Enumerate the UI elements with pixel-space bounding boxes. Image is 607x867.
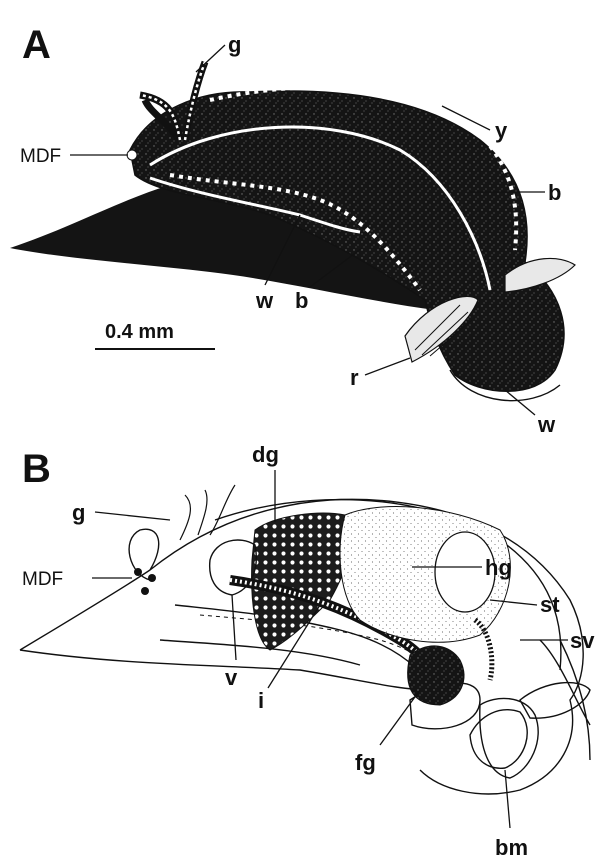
panel-a-label-w-left: w <box>255 288 274 313</box>
panel-b-label-sv: sv <box>570 628 595 653</box>
panel-a-leader-r <box>365 358 410 375</box>
panel-a-scale-label: 0.4 mm <box>105 321 174 343</box>
panel-a: A g MDF y b <box>10 23 575 437</box>
panel-a-label-mdf: MDF <box>20 146 61 167</box>
panel-a-label-r: r <box>350 365 359 390</box>
panel-b-label-mdf: MDF <box>22 569 63 590</box>
panel-b-label-i: i <box>258 688 264 713</box>
panel-b-leader-g <box>95 512 170 520</box>
panel-b-label-bm: bm <box>495 835 528 860</box>
panel-a-leader-w-right <box>505 390 535 415</box>
panel-b-leader-fg <box>380 690 420 745</box>
panel-b-label-fg: fg <box>355 750 376 775</box>
panel-b-label-hg: hg <box>485 555 512 580</box>
panel-a-label-b-lower: b <box>295 288 308 313</box>
panel-b-label-v: v <box>225 665 238 690</box>
panel-b-label-g: g <box>72 500 85 525</box>
panel-a-leader-g <box>196 45 225 72</box>
panel-b-leader-bm <box>505 770 510 828</box>
panel-b-mdf-dot-3 <box>141 587 149 595</box>
panel-b-letter: B <box>22 447 51 491</box>
panel-b-mdf-dot-1 <box>134 568 142 576</box>
panel-b-label-st: st <box>540 592 560 617</box>
panel-a-mdf-gland <box>127 150 137 160</box>
panel-b-gills <box>180 485 235 540</box>
panel-a-label-y: y <box>495 118 508 143</box>
panel-a-label-b-upper: b <box>548 180 561 205</box>
panel-b-leader-v <box>232 595 236 660</box>
panel-b-label-dg: dg <box>252 442 279 467</box>
panel-b-mdf-dot-2 <box>148 574 156 582</box>
panel-a-letter: A <box>22 23 51 67</box>
panel-a-label-w-right: w <box>537 412 556 437</box>
panel-a-label-g: g <box>228 32 241 57</box>
panel-b: B <box>20 442 595 860</box>
